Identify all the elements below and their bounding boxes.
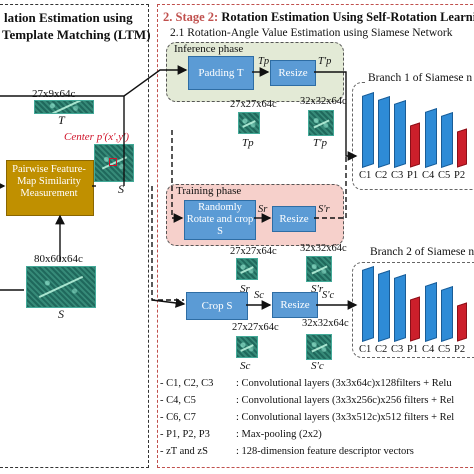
tpp-feature-map — [308, 110, 334, 136]
dim-32-label-3: 32x32x64c — [302, 318, 349, 329]
stage2-title-prefix: 2. Stage 2: — [163, 10, 219, 24]
template-symbol: T — [58, 113, 65, 127]
legend-description: : Convolutional layers (3x3x512c)x512 fi… — [236, 412, 455, 423]
search-symbol-small: S — [118, 182, 124, 196]
legend-description: : Convolutional layers (3x3x64c)x128filt… — [236, 378, 452, 389]
branch2-label: Branch 2 of Siamese n — [368, 246, 474, 258]
scp-arrow-label: S'c — [322, 290, 335, 301]
legend-key: - C1, C2, C3 — [160, 378, 214, 389]
srp-feature-map — [306, 256, 332, 282]
layer-label: C5 — [438, 170, 451, 181]
sr-symbol: Sr — [240, 283, 250, 295]
legend-key: - zT and zS — [160, 446, 208, 457]
branch1-label: Branch 1 of Siamese n — [366, 72, 474, 84]
layer-label: P2 — [454, 344, 466, 355]
rotate-box: Randomly Rotate and crop S — [184, 200, 256, 240]
center-point-label: Center p'(x',y') — [64, 131, 130, 143]
crop-box: Crop S — [186, 292, 248, 320]
stage2-title-rest: Rotation Estimation Using Self-Rotation … — [221, 10, 474, 24]
training-phase-label: Training phase — [176, 185, 242, 197]
srp-arrow-label: S'r — [318, 204, 330, 215]
layer-label: P1 — [407, 344, 419, 355]
sr-feature-map — [236, 258, 258, 280]
stage1-title-line1: lation Estimation using — [4, 10, 133, 25]
layer-label: P2 — [454, 170, 466, 181]
search-dimension: 80x60x64c — [34, 253, 83, 265]
tp-feature-map — [238, 112, 260, 134]
search-feature-map — [26, 266, 96, 308]
tpp-symbol: T'p — [313, 137, 327, 149]
sc-symbol: Sc — [240, 360, 251, 372]
similarity-box — [6, 160, 94, 216]
search-symbol: S — [58, 307, 64, 321]
dim-27-label-2: 27x27x64c — [230, 246, 277, 257]
layer-label: C2 — [375, 344, 388, 355]
layer-label: C5 — [438, 344, 451, 355]
dim-27-label-3: 27x27x64c — [232, 322, 279, 333]
padding-box: Padding T — [188, 56, 254, 90]
legend-description: : 128-dimension feature descriptor vecto… — [236, 446, 414, 457]
scp-symbol: S'c — [311, 360, 324, 372]
resize-box-3: Resize — [272, 292, 318, 318]
layer-label: C4 — [422, 344, 435, 355]
sc-arrow-label: Sc — [254, 290, 264, 301]
inference-phase-label: Inference phase — [174, 43, 244, 55]
search-feature-map-small — [94, 144, 134, 182]
layer-label: C4 — [422, 170, 435, 181]
branch2-panel — [352, 262, 474, 358]
template-feature-map — [34, 100, 94, 114]
layer-label: C3 — [391, 344, 404, 355]
stage1-frame — [0, 4, 149, 468]
stage2-subtitle: 2.1 Rotation-Angle Value Estimation usin… — [170, 27, 453, 39]
legend-key: - C6, C7 — [160, 412, 196, 423]
resize-box-1: Resize — [270, 60, 316, 86]
tp-arrow-label: Tp — [258, 56, 270, 67]
similarity-label: Pairwise Feature-Map Similarity Measurem… — [12, 164, 86, 199]
layer-label: C1 — [359, 170, 372, 181]
dim-32-label-1: 32x32x64c — [300, 96, 347, 107]
sr-arrow-label: Sr — [258, 204, 268, 215]
layer-label: P1 — [407, 170, 419, 181]
stage2-title: 2. Stage 2: Rotation Estimation Using Se… — [163, 10, 474, 25]
legend-key: - C4, C5 — [160, 395, 196, 406]
dim-32-label-2: 32x32x64c — [300, 243, 347, 254]
legend-description: : Max-pooling (2x2) — [236, 429, 322, 440]
tpp-arrow-label: T'p — [318, 56, 332, 67]
sc-feature-map — [236, 336, 258, 358]
legend-description: : Convolutional layers (3x3x256c)x256 fi… — [236, 395, 455, 406]
resize-box-2: Resize — [272, 206, 316, 232]
template-dimension: 27x9x64c — [32, 88, 76, 100]
stage1-title-line2: Template Matching (LTM) — [2, 27, 151, 42]
match-marker — [109, 158, 117, 166]
layer-label: C3 — [391, 170, 404, 181]
tp-symbol: Tp — [242, 137, 254, 149]
layer-label: C2 — [375, 170, 388, 181]
legend-key: - P1, P2, P3 — [160, 429, 210, 440]
layer-label: C1 — [359, 344, 372, 355]
stage2-frame — [157, 4, 474, 468]
scp-feature-map — [306, 334, 332, 360]
dim-27-label-1: 27x27x64c — [230, 99, 277, 110]
